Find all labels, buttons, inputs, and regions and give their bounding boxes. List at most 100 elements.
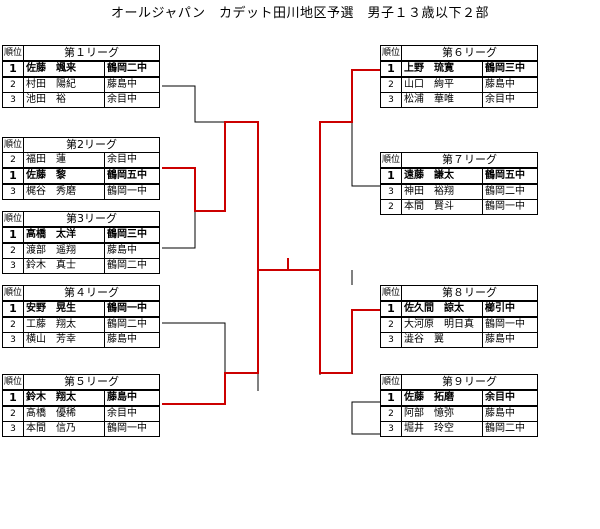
player-name: 工藤 翔太 (23, 316, 105, 333)
player-name: 堀井 玲空 (401, 421, 483, 437)
table-row: 3 鈴木 真士 鶴岡二中 (2, 258, 160, 274)
rank-header: 順位 (2, 137, 24, 153)
school-name: 余目中 (104, 152, 160, 169)
school-name: 鶴岡一中 (482, 199, 538, 215)
rank-cell: 1 (2, 389, 24, 407)
school-name: 余目中 (482, 389, 538, 407)
rank-cell: 1 (2, 60, 24, 78)
rank-header: 順位 (2, 285, 24, 302)
school-name: 鶴岡二中 (104, 60, 160, 78)
player-name: 村田 陽紀 (23, 76, 105, 93)
league-table-2: 順位 第2リーグ 2 福田 蓮 余目中 1 佐藤 黎 鶴岡五中 3 梶谷 秀磨 … (2, 137, 160, 200)
rank-header: 順位 (2, 374, 24, 391)
league-table-3: 順位 第3リーグ 1 高橋 太洋 鶴岡三中 2 渡部 遥翔 藤島中 3 鈴木 真… (2, 211, 160, 274)
rank-cell: 2 (2, 405, 24, 422)
table-row: 1 安野 晃生 鶴岡一中 (2, 300, 160, 318)
league-name: 第１リーグ (23, 45, 160, 62)
player-name: 池田 裕 (23, 92, 105, 108)
player-name: 大河原 明日真 (401, 316, 483, 333)
table-row: 1 佐藤 拓磨 余目中 (380, 389, 538, 407)
table-row: 2 村田 陽紀 藤島中 (2, 76, 160, 93)
league-name: 第７リーグ (401, 152, 538, 169)
bracket-line (351, 401, 380, 435)
rank-cell: 3 (2, 332, 24, 348)
school-name: 鶴岡一中 (104, 300, 160, 318)
rank-cell: 1 (380, 60, 402, 78)
rank-cell: 2 (2, 242, 24, 259)
school-name: 鶴岡五中 (482, 167, 538, 185)
bracket-line (162, 322, 226, 373)
rank-header: 順位 (2, 211, 24, 228)
rank-header: 順位 (2, 45, 24, 62)
rank-cell: 3 (380, 92, 402, 108)
rank-cell: 2 (380, 76, 402, 93)
school-name: 藤島中 (104, 332, 160, 348)
player-name: 佐藤 拓磨 (401, 389, 483, 407)
table-row: 3 澁谷 翼 藤島中 (380, 332, 538, 348)
table-row: 1 高橋 太洋 鶴岡三中 (2, 226, 160, 244)
school-name: 藤島中 (104, 389, 160, 407)
player-name: 渡部 遥翔 (23, 242, 105, 259)
bracket-line (162, 85, 225, 123)
table-row: 2 工藤 翔太 鶴岡二中 (2, 316, 160, 333)
rank-cell: 1 (2, 167, 24, 185)
player-name: 本間 賢斗 (401, 199, 483, 215)
rank-cell: 3 (2, 421, 24, 437)
table-row: 2 髙橋 優稀 余目中 (2, 405, 160, 422)
table-row: 3 池田 裕 余目中 (2, 92, 160, 108)
league-table-8: 順位 第８リーグ 1 佐久間 諒太 櫛引中 2 大河原 明日真 鶴岡一中 3 澁… (380, 285, 538, 348)
league-table-6: 順位 第６リーグ 1 上野 琉寛 鶴岡三中 2 山口 絢平 藤島中 3 松浦 華… (380, 45, 538, 108)
league-name: 第６リーグ (401, 45, 538, 62)
table-row: 3 神田 裕翔 鶴岡二中 (380, 183, 538, 200)
rank-cell: 2 (2, 76, 24, 93)
rank-cell: 2 (2, 152, 24, 169)
rank-cell: 2 (380, 405, 402, 422)
rank-header: 順位 (380, 152, 402, 169)
player-name: 横山 芳幸 (23, 332, 105, 348)
player-name: 髙橋 優稀 (23, 405, 105, 422)
table-row: 2 大河原 明日真 鶴岡一中 (380, 316, 538, 333)
player-name: 上野 琉寛 (401, 60, 483, 78)
school-name: 藤島中 (482, 76, 538, 93)
player-name: 鈴木 真士 (23, 258, 105, 274)
rank-header: 順位 (380, 374, 402, 391)
school-name: 余目中 (104, 405, 160, 422)
school-name: 余目中 (482, 92, 538, 108)
rank-cell: 1 (380, 389, 402, 407)
bracket-line (351, 122, 380, 187)
league-name: 第９リーグ (401, 374, 538, 391)
advance-line (162, 121, 289, 271)
league-name: 第８リーグ (401, 285, 538, 302)
school-name: 櫛引中 (482, 300, 538, 318)
league-table-5: 順位 第５リーグ 1 鈴木 翔太 藤島中 2 髙橋 優稀 余目中 3 本間 信乃… (2, 374, 160, 437)
rank-header: 順位 (380, 285, 402, 302)
league-name: 第3リーグ (23, 211, 160, 228)
rank-header: 順位 (380, 45, 402, 62)
table-row: 1 佐藤 黎 鶴岡五中 (2, 167, 160, 185)
school-name: 藤島中 (482, 405, 538, 422)
player-name: 高橋 太洋 (23, 226, 105, 244)
school-name: 鶴岡一中 (482, 316, 538, 333)
school-name: 余目中 (104, 92, 160, 108)
league-table-1: 順位 第１リーグ 1 佐藤 颯来 鶴岡二中 2 村田 陽紀 藤島中 3 池田 裕… (2, 45, 160, 108)
league-name: 第４リーグ (23, 285, 160, 302)
bracket-line (162, 211, 196, 249)
player-name: 松浦 華唯 (401, 92, 483, 108)
rank-cell: 1 (380, 167, 402, 185)
rank-cell: 3 (380, 421, 402, 437)
rank-cell: 2 (2, 316, 24, 333)
school-name: 鶴岡五中 (104, 167, 160, 185)
advance-line (162, 270, 259, 405)
school-name: 鶴岡二中 (482, 183, 538, 200)
rank-cell: 1 (2, 226, 24, 244)
player-name: 安野 晃生 (23, 300, 105, 318)
league-name: 第５リーグ (23, 374, 160, 391)
rank-cell: 3 (2, 92, 24, 108)
school-name: 藤島中 (482, 332, 538, 348)
table-row: 2 渡部 遥翔 藤島中 (2, 242, 160, 259)
rank-cell: 2 (380, 199, 402, 215)
table-row: 1 鈴木 翔太 藤島中 (2, 389, 160, 407)
table-row: 3 横山 芳幸 藤島中 (2, 332, 160, 348)
school-name: 鶴岡三中 (482, 60, 538, 78)
